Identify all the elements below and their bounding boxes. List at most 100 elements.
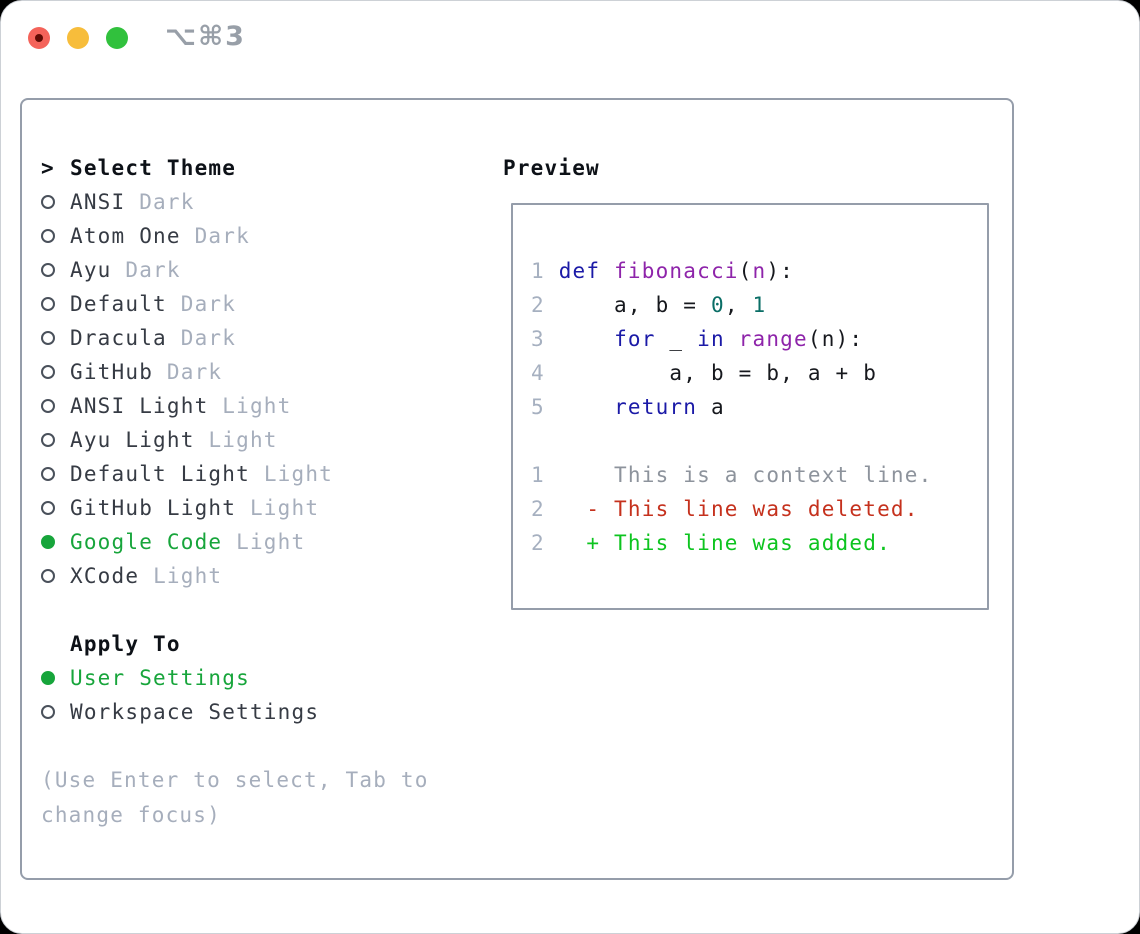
- help-line: (Use Enter to select, Tab to: [41, 768, 429, 792]
- radio-icon: [41, 365, 55, 379]
- theme-variant: Dark: [194, 224, 250, 248]
- theme-name: Ayu Light: [70, 428, 209, 452]
- apply-to-header: Apply To: [41, 627, 471, 661]
- diff-text: - This line was deleted.: [544, 497, 919, 521]
- radio-icon: [41, 467, 55, 481]
- line-number: 2: [531, 531, 545, 555]
- code-token-plain: [545, 327, 614, 351]
- theme-variant: Light: [236, 530, 306, 554]
- code-token-plain: (n):: [807, 327, 864, 351]
- close-button[interactable]: [28, 27, 50, 49]
- titlebar: ⌥⌘3: [1, 1, 1139, 76]
- diff-line-deleted: 2 - This line was deleted.: [531, 492, 987, 526]
- theme-option[interactable]: Google Code Light: [41, 525, 471, 559]
- code-line: 4 a, b = b, a + b: [531, 356, 987, 390]
- theme-variant: Light: [263, 462, 334, 486]
- code-line: 2 a, b = 0, 1: [531, 288, 987, 322]
- code-line: 3 for _ in range(n):: [531, 322, 987, 356]
- code-token-plain: ):: [766, 259, 795, 283]
- diff-line-added: 2 + This line was added.: [531, 526, 987, 560]
- code-token-plain: a, b = b, a + b: [544, 361, 878, 385]
- apply-to-option[interactable]: User Settings: [41, 661, 471, 695]
- theme-name: XCode: [70, 564, 154, 588]
- line-number: 2: [531, 497, 545, 521]
- theme-option[interactable]: ANSI Dark: [41, 185, 471, 219]
- theme-name: ANSI: [70, 190, 140, 214]
- theme-name: GitHub: [70, 360, 167, 384]
- preview-title: Preview: [503, 156, 600, 180]
- radio-icon: [41, 705, 55, 719]
- theme-name: Default Light: [70, 462, 264, 486]
- theme-variant: Dark: [180, 292, 237, 316]
- code-token-keyword: return: [614, 395, 698, 419]
- theme-option[interactable]: Ayu Dark: [41, 253, 471, 287]
- theme-variant: Light: [153, 564, 223, 588]
- code-token-plain: a: [697, 395, 725, 419]
- code-token-keyword: for: [614, 327, 656, 351]
- theme-variant: Dark: [166, 360, 223, 384]
- theme-option[interactable]: Default Light Light: [41, 457, 471, 491]
- diff-line-context: 1 This is a context line.: [531, 458, 987, 492]
- radio-icon: [41, 229, 55, 243]
- code-token-plain: (: [738, 259, 753, 283]
- apply-to-title: Apply To: [70, 632, 181, 656]
- theme-variant: Dark: [125, 258, 181, 282]
- theme-option[interactable]: XCode Light: [41, 559, 471, 593]
- code-token-keyword: in: [697, 327, 725, 351]
- theme-variant: Light: [249, 496, 320, 520]
- theme-name: Dracula: [70, 326, 181, 350]
- code-token-plain: a, b =: [544, 293, 711, 317]
- theme-option[interactable]: Dracula Dark: [41, 321, 471, 355]
- theme-option[interactable]: GitHub Light Light: [41, 491, 471, 525]
- theme-name: Atom One: [70, 224, 195, 248]
- apply-to-label: User Settings: [70, 666, 250, 690]
- line-number: 1: [531, 259, 545, 283]
- theme-variant: Light: [222, 394, 292, 418]
- theme-option[interactable]: Ayu Light Light: [41, 423, 471, 457]
- theme-option[interactable]: Atom One Dark: [41, 219, 471, 253]
- line-number: 3: [531, 327, 545, 351]
- zoom-button[interactable]: [106, 27, 128, 49]
- apply-to-option[interactable]: Workspace Settings: [41, 695, 471, 729]
- radio-icon: [41, 399, 55, 413]
- code-token-plain: ,: [724, 293, 753, 317]
- minimize-button[interactable]: [67, 27, 89, 49]
- page-title: Select Theme: [70, 156, 237, 180]
- apply-to-label: Workspace Settings: [70, 700, 320, 724]
- theme-name: Ayu: [70, 258, 126, 282]
- theme-name: ANSI Light: [70, 394, 223, 418]
- code-token-number: 0: [710, 293, 725, 317]
- code-token-plain: [600, 259, 614, 283]
- radio-icon: [41, 195, 55, 209]
- code-line: 1 def fibonacci(n):: [531, 254, 987, 288]
- line-number: 1: [531, 463, 545, 487]
- code-token-number: 1: [752, 293, 767, 317]
- theme-name: Google Code: [70, 530, 237, 554]
- theme-option[interactable]: Default Dark: [41, 287, 471, 321]
- theme-option[interactable]: GitHub Dark: [41, 355, 471, 389]
- code-token-keyword: def: [558, 259, 601, 283]
- code-token-plain: [725, 327, 739, 351]
- bullet-spacer: [41, 627, 70, 661]
- keyboard-shortcut-label: ⌥⌘3: [165, 21, 246, 52]
- line-number: 4: [531, 361, 545, 385]
- prompt-icon: >: [41, 156, 55, 180]
- radio-icon: [41, 433, 55, 447]
- theme-option[interactable]: ANSI Light Light: [41, 389, 471, 423]
- radio-icon: [41, 331, 55, 345]
- code-token-plain: [545, 259, 559, 283]
- theme-variant: Dark: [139, 190, 195, 214]
- select-theme-header: > Select Theme: [41, 151, 471, 185]
- code-token-plain: [545, 395, 614, 419]
- theme-variant: Dark: [180, 326, 237, 350]
- radio-icon: [41, 263, 55, 277]
- radio-icon: [41, 297, 55, 311]
- code-token-function: range: [738, 327, 808, 351]
